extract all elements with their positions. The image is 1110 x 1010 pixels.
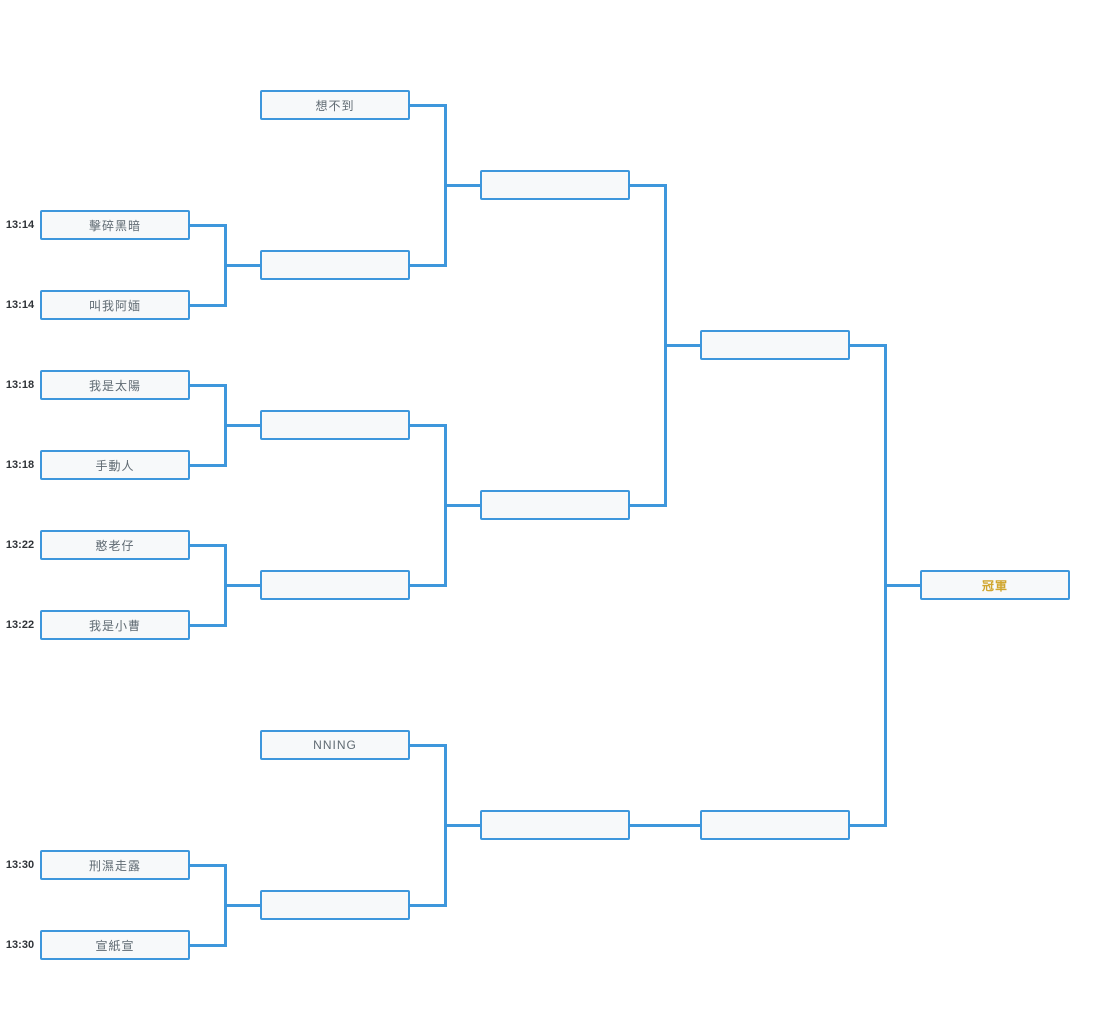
connector-line [190, 623, 225, 627]
connector-line [225, 583, 260, 587]
slot-round1-player6[interactable]: 我是小曹 [40, 610, 190, 640]
slot-round2-3[interactable] [260, 410, 410, 440]
slot-round1-player1[interactable]: 擊碎黑暗 [40, 210, 190, 240]
match-time-label: 13:18 [5, 379, 35, 391]
slot-round2-1[interactable]: 想不到 [260, 90, 410, 120]
champion-slot[interactable]: 冠軍 [920, 570, 1070, 600]
slot-round4-2[interactable] [700, 810, 850, 840]
connector-line [190, 303, 225, 307]
slot-round3-3[interactable] [480, 810, 630, 840]
slot-round4-1[interactable] [700, 330, 850, 360]
slot-round1-player3[interactable]: 我是太陽 [40, 370, 190, 400]
connector-line [410, 903, 445, 907]
connector-line [410, 583, 445, 587]
connector-line [410, 743, 445, 747]
connector-line [190, 383, 225, 387]
connector-line [225, 423, 260, 427]
match-time-label: 13:22 [5, 619, 35, 631]
slot-round1-player7[interactable]: 刑濕走露 [40, 850, 190, 880]
match-time-label: 13:14 [5, 299, 35, 311]
connector-line [190, 463, 225, 467]
match-time-label: 13:22 [5, 539, 35, 551]
connector-line [190, 943, 225, 947]
match-time-label: 13:18 [5, 459, 35, 471]
slot-round2-6[interactable] [260, 890, 410, 920]
match-time-label: 13:30 [5, 939, 35, 951]
match-time-label: 13:14 [5, 219, 35, 231]
connector-line [190, 543, 225, 547]
slot-round2-5[interactable]: NNING [260, 730, 410, 760]
connector-line [225, 263, 260, 267]
connector-line [410, 263, 445, 267]
connector-line [630, 183, 665, 187]
slot-round1-player8[interactable]: 宣紙宣 [40, 930, 190, 960]
connector-line [665, 343, 700, 347]
slot-round1-player4[interactable]: 手動人 [40, 450, 190, 480]
connector-line [445, 183, 480, 187]
slot-round3-2[interactable] [480, 490, 630, 520]
connector-line [410, 103, 445, 107]
connector-line [445, 823, 480, 827]
connector-line [190, 223, 225, 227]
slot-round1-player5[interactable]: 憨老仔 [40, 530, 190, 560]
connector-line [630, 823, 700, 827]
connector-line [850, 343, 885, 347]
slot-round2-4[interactable] [260, 570, 410, 600]
connector-line [225, 903, 260, 907]
connector-line [410, 423, 445, 427]
slot-round3-1[interactable] [480, 170, 630, 200]
connector-line [885, 583, 920, 587]
connector-line [630, 503, 665, 507]
slot-round2-2[interactable] [260, 250, 410, 280]
connector-line [445, 503, 480, 507]
match-time-label: 13:30 [5, 859, 35, 871]
slot-round1-player2[interactable]: 叫我阿媔 [40, 290, 190, 320]
connector-line [190, 863, 225, 867]
connector-line [850, 823, 885, 827]
